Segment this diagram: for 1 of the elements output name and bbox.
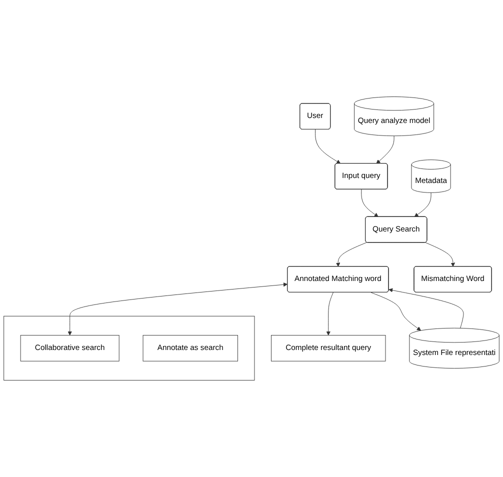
cluster <box>4 316 255 380</box>
